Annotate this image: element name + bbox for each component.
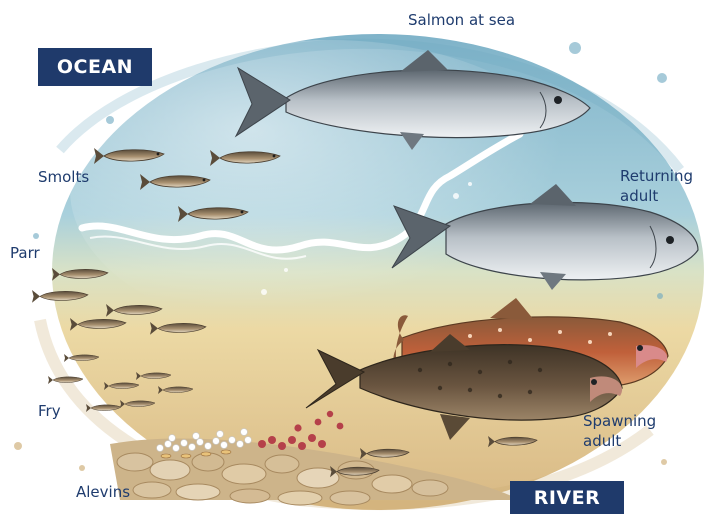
- label-smolts: Smolts: [38, 167, 89, 187]
- label-spawning-adult: Spawning adult: [583, 411, 663, 451]
- river-badge: RIVER: [510, 481, 624, 514]
- label-parr: Parr: [10, 243, 40, 263]
- label-returning-adult: Returning adult: [620, 166, 698, 206]
- label-salmon-at-sea: Salmon at sea: [408, 10, 515, 30]
- label-alevins: Alevins: [76, 482, 130, 502]
- ocean-badge: OCEAN: [38, 48, 152, 86]
- label-fry: Fry: [38, 401, 61, 421]
